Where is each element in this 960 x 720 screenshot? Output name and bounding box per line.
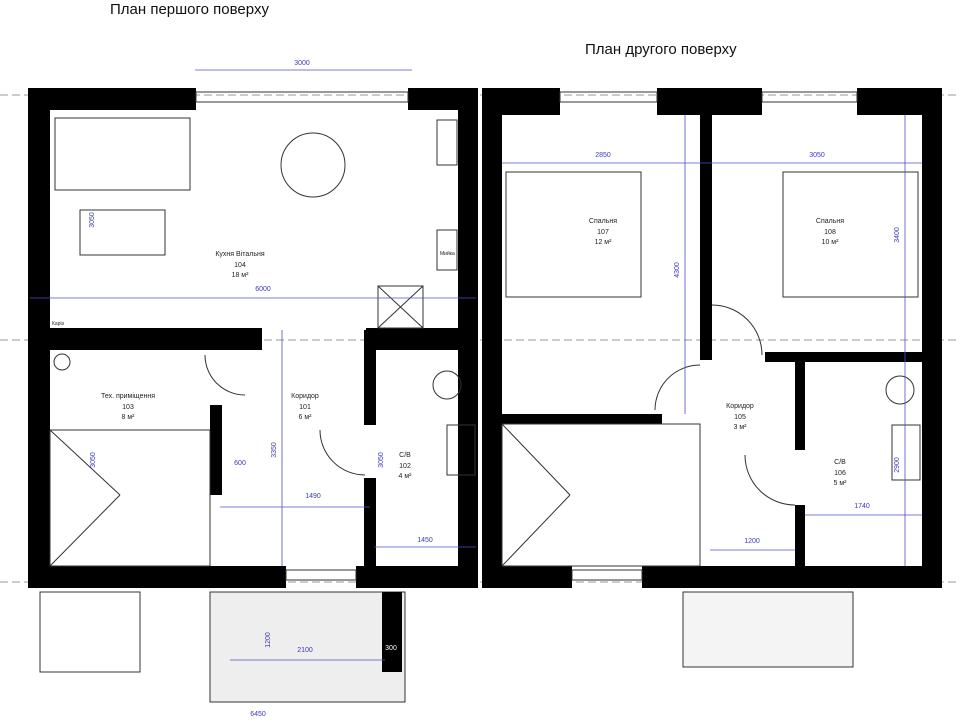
second-floor-dimensions: 2850 3050 4300 3400 2900 1740 1200 <box>502 115 922 566</box>
room-102-area: 4 м² <box>399 473 413 480</box>
shelf-label: Каріз <box>52 321 65 327</box>
dim-2900: 2900 <box>894 457 901 473</box>
room-106-number: 106 <box>834 470 846 477</box>
first-floor-title: План першого поверху <box>110 1 269 18</box>
dim-3050-kitchen: 3050 <box>89 212 96 228</box>
dim-3050-stair: 3050 <box>90 452 97 468</box>
room-107-name: Спальня <box>589 218 617 225</box>
dim-3050: 3050 <box>809 152 825 159</box>
room-104-number: 104 <box>234 262 246 269</box>
dim-4300: 4300 <box>674 262 681 278</box>
room-108-area: 10 м² <box>822 239 840 246</box>
dim-300: 300 <box>385 645 397 652</box>
room-101-number: 101 <box>299 404 311 411</box>
room-102-name: С/В <box>399 452 411 459</box>
dim-1490: 1490 <box>305 493 321 500</box>
first-floor-dimensions: 3000 3050 6000 3050 3350 600 1490 3050 1… <box>30 60 476 718</box>
dim-1740: 1740 <box>854 503 870 510</box>
dim-1200: 1200 <box>265 632 272 648</box>
room-108-number: 108 <box>824 229 836 236</box>
sink-label: Мийка <box>440 250 455 257</box>
dim-2850: 2850 <box>595 152 611 159</box>
second-floor-room-labels: Спальня 107 12 м² Спальня 108 10 м² Кори… <box>589 218 847 487</box>
dim-2100: 2100 <box>297 647 313 654</box>
room-102-number: 102 <box>399 463 411 470</box>
dim-600: 600 <box>234 460 246 467</box>
room-103-name: Тех. приміщення <box>101 392 155 400</box>
second-floor-plan <box>482 88 942 668</box>
first-floor-plan: Каріз Мийка <box>28 88 478 703</box>
room-103-number: 103 <box>122 404 134 411</box>
room-103-area: 8 м² <box>122 414 136 421</box>
room-107-number: 107 <box>597 229 609 236</box>
room-104-name: Кухня Вітальня <box>215 250 265 258</box>
dim-3350: 3350 <box>271 442 278 458</box>
first-floor-room-labels: Кухня Вітальня 104 18 м² Тех. приміщення… <box>101 250 412 480</box>
dim-3000: 3000 <box>294 60 310 67</box>
dim-3050-bath: 3050 <box>378 452 385 468</box>
room-101-area: 6 м² <box>299 414 313 421</box>
room-101-name: Коридор <box>291 393 319 400</box>
room-104-area: 18 м² <box>232 272 250 279</box>
room-105-number: 105 <box>734 414 746 421</box>
dim-6450: 6450 <box>250 711 266 718</box>
second-floor-title: План другого поверху <box>585 41 737 58</box>
room-105-area: 3 м² <box>734 424 748 431</box>
dim-3400: 3400 <box>894 227 901 243</box>
room-106-area: 5 м² <box>834 480 848 487</box>
dim-6000: 6000 <box>255 286 271 293</box>
room-107-area: 12 м² <box>595 239 613 246</box>
dim-1450: 1450 <box>417 537 433 544</box>
room-106-name: С/В <box>834 459 846 466</box>
room-108-name: Спальня <box>816 218 844 225</box>
dim-1200: 1200 <box>744 538 760 545</box>
room-105-name: Коридор <box>726 403 754 410</box>
